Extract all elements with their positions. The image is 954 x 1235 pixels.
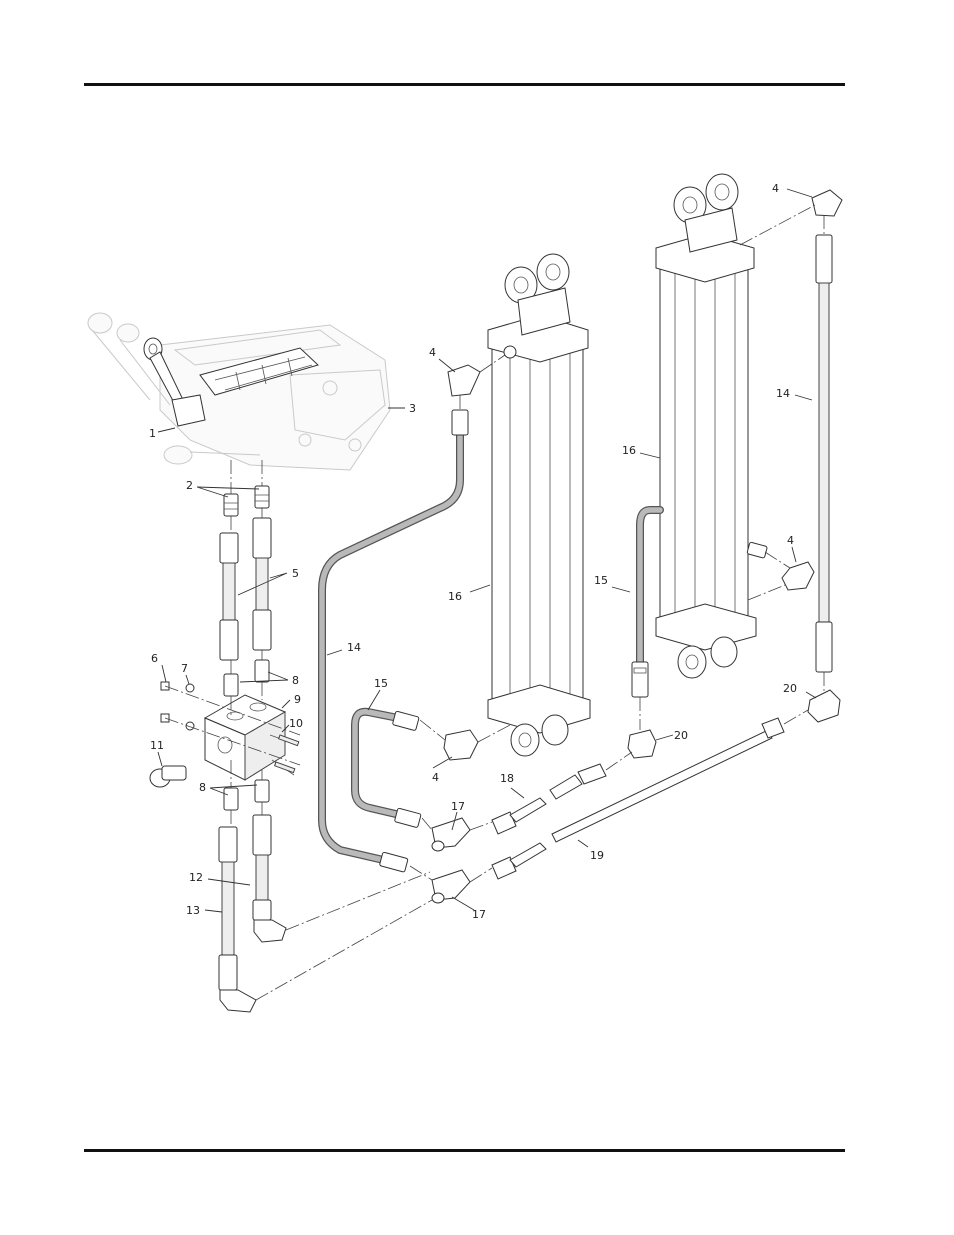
- callout-4-mid-right: 4: [787, 534, 794, 547]
- callout-11: 11: [150, 739, 164, 752]
- callout-4-top-right: 4: [772, 182, 779, 195]
- callout-9: 9: [294, 693, 301, 706]
- cylinder-16-right: [656, 174, 767, 678]
- callout-4-upper-left: 4: [429, 346, 436, 359]
- callout-5: 5: [292, 567, 299, 580]
- callout-16-left: 16: [448, 590, 462, 603]
- elbow-20-mid: [628, 730, 656, 758]
- callout-13: 13: [186, 904, 200, 917]
- callout-15-right: 15: [594, 574, 608, 587]
- tee-17-lower: [432, 870, 470, 903]
- callout-14-left: 14: [347, 641, 361, 654]
- elbow-4-left-lower: [444, 730, 478, 760]
- callout-17-lower: 17: [472, 908, 486, 921]
- hose-14-right: [812, 190, 842, 672]
- callout-14-right: 14: [776, 387, 790, 400]
- callout-20-mid: 20: [674, 729, 688, 742]
- lower-hoses: [219, 815, 286, 1012]
- callout-3: 3: [409, 402, 416, 415]
- callout-17-upper: 17: [451, 800, 465, 813]
- control-valve: [88, 313, 390, 470]
- callout-19: 19: [590, 849, 604, 862]
- upper-hoses: [220, 518, 271, 660]
- callout-7: 7: [181, 662, 188, 675]
- hose-15-left: [355, 711, 421, 828]
- callout-18: 18: [500, 772, 514, 785]
- callout-6: 6: [151, 652, 158, 665]
- callout-8-upper: 8: [292, 674, 299, 687]
- hose-15-right: [632, 510, 660, 697]
- tee-17-upper: [432, 818, 470, 851]
- callout-20-right: 20: [783, 682, 797, 695]
- small-nuts: [161, 682, 194, 730]
- cylinder-16-left: [488, 254, 590, 756]
- callout-10: 10: [289, 717, 303, 730]
- callout-1: 1: [149, 427, 156, 440]
- callout-12: 12: [189, 871, 203, 884]
- callout-4-lower-left: 4: [432, 771, 439, 784]
- elbow-20-right: [808, 690, 840, 722]
- callout-16-right: 16: [622, 444, 636, 457]
- callout-8-lower: 8: [199, 781, 206, 794]
- callout-2: 2: [186, 479, 193, 492]
- plug-11: [150, 766, 186, 787]
- callout-15-left: 15: [374, 677, 388, 690]
- manifold-block: [205, 695, 299, 780]
